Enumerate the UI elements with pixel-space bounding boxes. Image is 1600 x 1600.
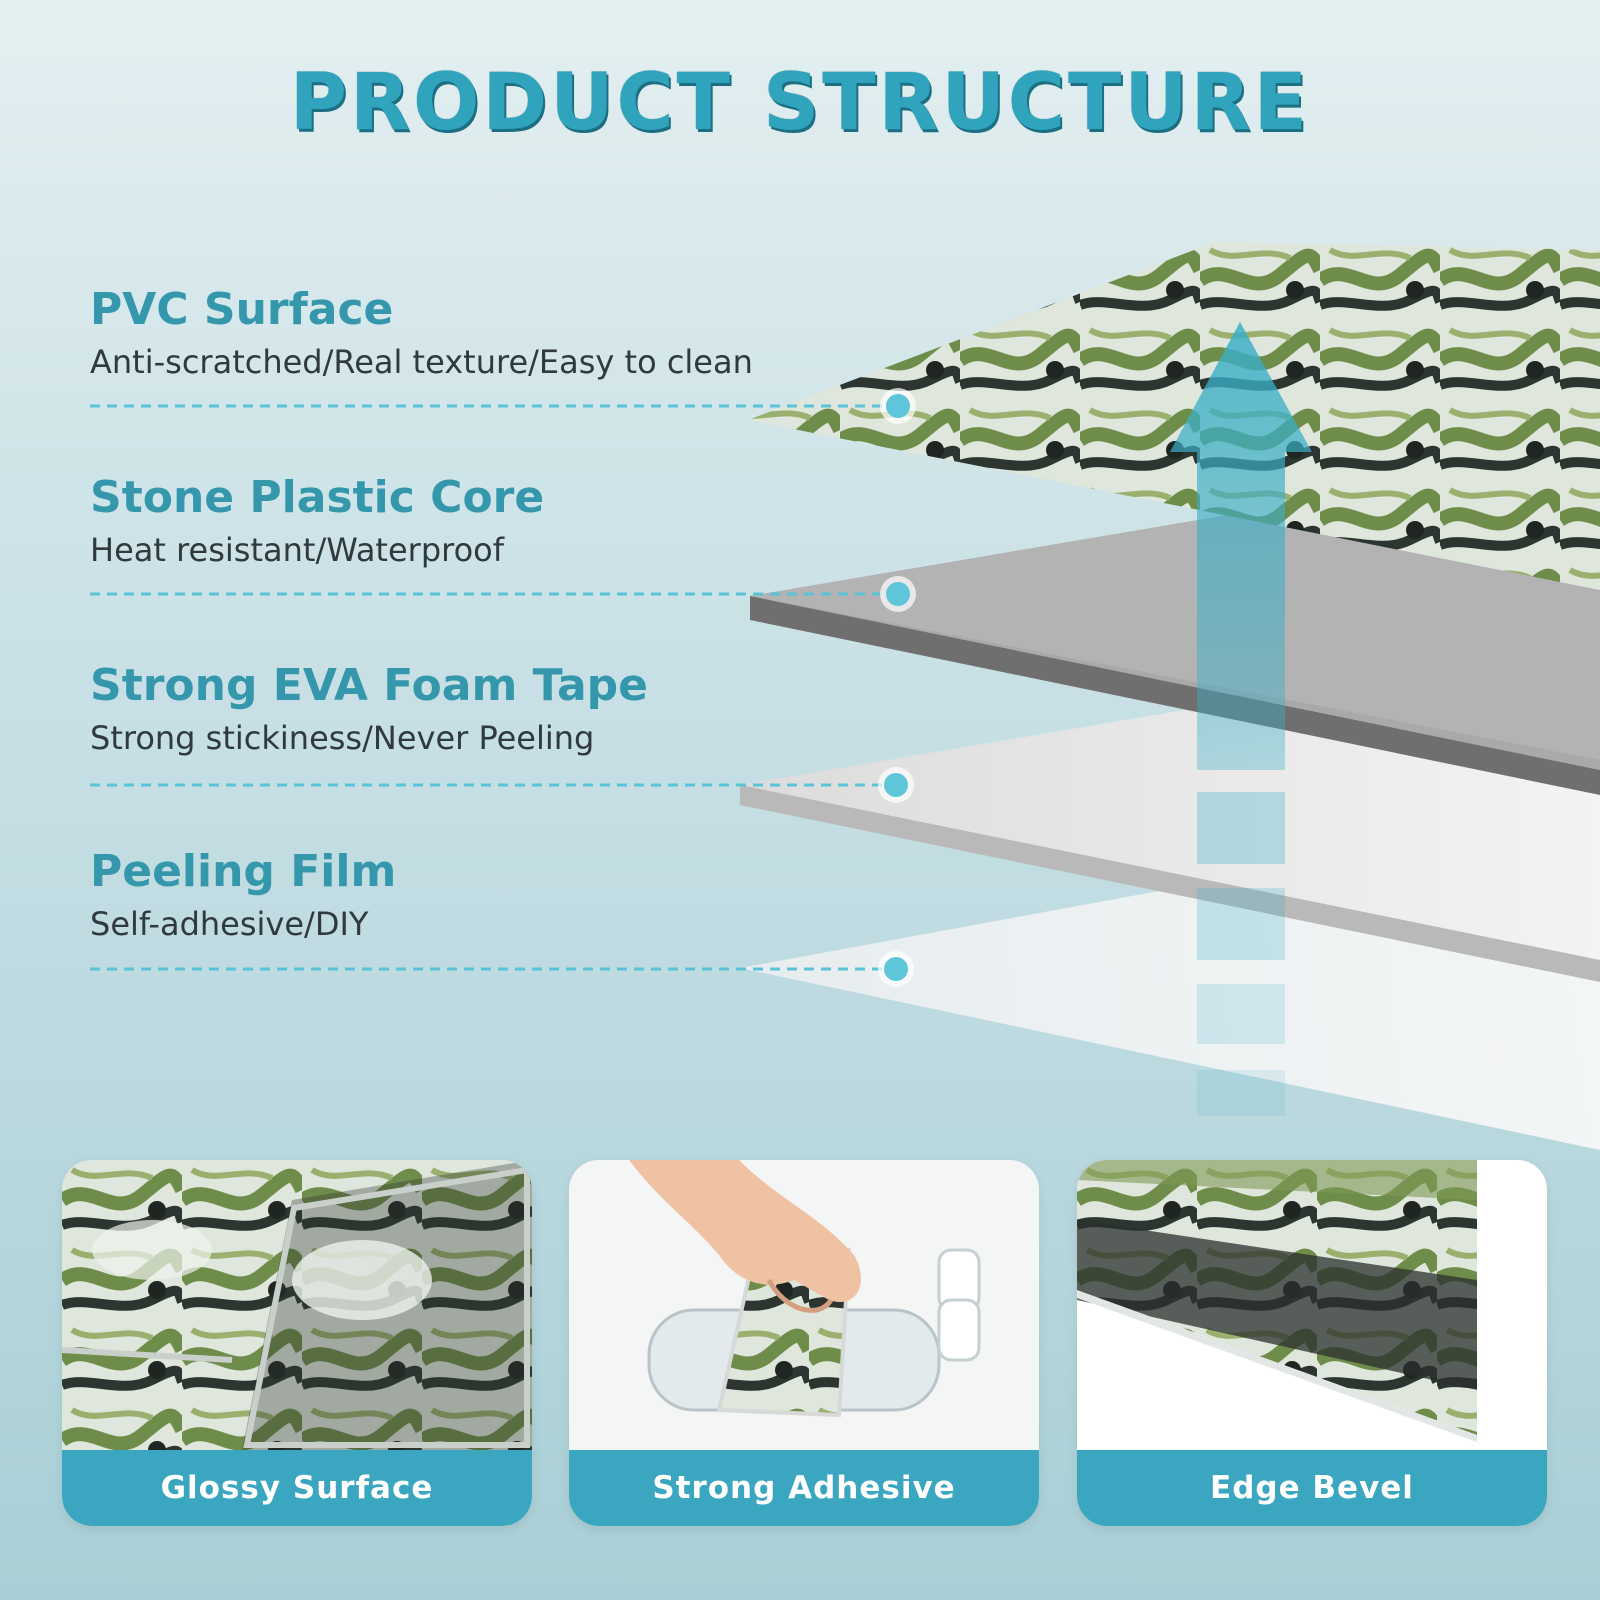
page-title: PRODUCT STRUCTURE bbox=[289, 58, 1311, 148]
layer-description: Anti-scratched/Real texture/Easy to clea… bbox=[90, 343, 753, 381]
tile-edge-photo bbox=[1077, 1160, 1547, 1450]
layer-stone-plastic-core: Stone Plastic Core Heat resistant/Waterp… bbox=[90, 472, 545, 569]
hand-lifting-bottle-photo bbox=[569, 1160, 1039, 1450]
marble-tiles-photo bbox=[62, 1160, 532, 1450]
eva-foam-edge bbox=[740, 785, 1600, 982]
feature-card-strong-adhesive: Strong Adhesive bbox=[569, 1160, 1039, 1526]
pvc-surface-layer bbox=[748, 242, 1600, 590]
layer-name: Peeling Film bbox=[90, 846, 397, 897]
layer-description: Self-adhesive/DIY bbox=[90, 905, 369, 943]
feature-label: Edge Bevel bbox=[1077, 1450, 1547, 1526]
layer-eva-foam-tape: Strong EVA Foam Tape Strong stickiness/N… bbox=[90, 660, 649, 757]
layer-description: Strong stickiness/Never Peeling bbox=[90, 719, 595, 757]
feature-label: Strong Adhesive bbox=[569, 1450, 1039, 1526]
feature-label: Glossy Surface bbox=[62, 1450, 532, 1526]
hand-icon bbox=[629, 1160, 861, 1313]
feature-card-edge-bevel: Edge Bevel bbox=[1077, 1160, 1547, 1526]
layer-name: Stone Plastic Core bbox=[90, 472, 545, 523]
layer-name: Strong EVA Foam Tape bbox=[90, 660, 649, 711]
feature-card-glossy-surface: Glossy Surface bbox=[62, 1160, 532, 1526]
arrow-up-icon bbox=[1170, 322, 1312, 1116]
layer-peeling-film: Peeling Film Self-adhesive/DIY bbox=[90, 846, 397, 943]
layer-description: Heat resistant/Waterproof bbox=[90, 531, 504, 569]
stone-core-edge bbox=[750, 596, 1600, 795]
layer-name: PVC Surface bbox=[90, 284, 394, 335]
layer-pvc-surface: PVC Surface Anti-scratched/Real texture/… bbox=[90, 284, 753, 381]
